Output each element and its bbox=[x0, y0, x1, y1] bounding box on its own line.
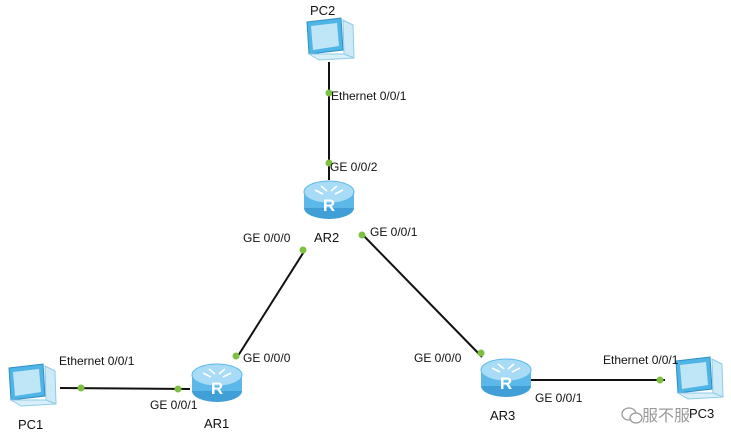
port-dot-ar1-ge000 bbox=[232, 352, 240, 360]
device-label-pc1: PC1 bbox=[18, 417, 43, 432]
router-icon bbox=[480, 358, 532, 398]
link-ar2-ar1 bbox=[235, 249, 306, 360]
port-label-pc3-eth: Ethernet 0/0/1 bbox=[603, 353, 679, 367]
port-dots bbox=[77, 89, 664, 393]
device-pc3[interactable] bbox=[675, 356, 724, 400]
port-label-ar1-ge000: GE 0/0/0 bbox=[243, 351, 291, 365]
port-label-pc1-eth: Ethernet 0/0/1 bbox=[59, 354, 135, 368]
router-icon bbox=[303, 180, 355, 220]
port-dot-ar2-ge000 bbox=[299, 246, 307, 254]
device-label-pc3: PC3 bbox=[689, 406, 714, 421]
links bbox=[59, 62, 665, 390]
pc-icon bbox=[306, 17, 355, 61]
device-label-ar2: AR2 bbox=[314, 230, 339, 245]
pc-icon bbox=[8, 363, 57, 407]
device-ar1[interactable] bbox=[191, 363, 243, 403]
port-dot-pc2-eth bbox=[325, 89, 333, 97]
port-label-ar2-ge001: GE 0/0/1 bbox=[370, 225, 418, 239]
device-ar3[interactable] bbox=[480, 358, 532, 398]
port-label-ar2-ge002: GE 0/0/2 bbox=[330, 160, 378, 174]
port-label-ar1-ge001: GE 0/0/1 bbox=[150, 398, 198, 412]
watermark: 服不服 bbox=[621, 406, 690, 425]
port-label-ar3-ge000: GE 0/0/0 bbox=[414, 351, 462, 365]
port-label-ar3-ge001: GE 0/0/1 bbox=[535, 391, 583, 405]
device-pc2[interactable] bbox=[306, 17, 355, 61]
device-label-ar1: AR1 bbox=[204, 416, 229, 431]
device-label-pc2: PC2 bbox=[310, 3, 335, 18]
watermark-text: 服不服 bbox=[642, 406, 690, 425]
port-dot-pc3-eth bbox=[656, 376, 664, 384]
router-icon bbox=[191, 363, 243, 403]
device-label-ar3: AR3 bbox=[490, 408, 515, 423]
port-dot-ar3-ge000 bbox=[477, 349, 485, 357]
port-dot-ar2-ge002 bbox=[325, 159, 333, 167]
port-label-pc2-eth: Ethernet 0/0/1 bbox=[331, 89, 407, 103]
link-ar2-ar3 bbox=[361, 233, 483, 358]
port-dot-ar1-ge001 bbox=[174, 385, 182, 393]
pc-icon bbox=[675, 356, 724, 400]
wechat-icon bbox=[621, 407, 643, 424]
port-label-ar2-ge000: GE 0/0/0 bbox=[243, 231, 291, 245]
port-dot-ar2-ge001 bbox=[358, 231, 366, 239]
device-ar2[interactable] bbox=[303, 180, 355, 220]
port-dot-pc1-eth bbox=[77, 384, 85, 392]
device-pc1[interactable] bbox=[8, 363, 57, 407]
